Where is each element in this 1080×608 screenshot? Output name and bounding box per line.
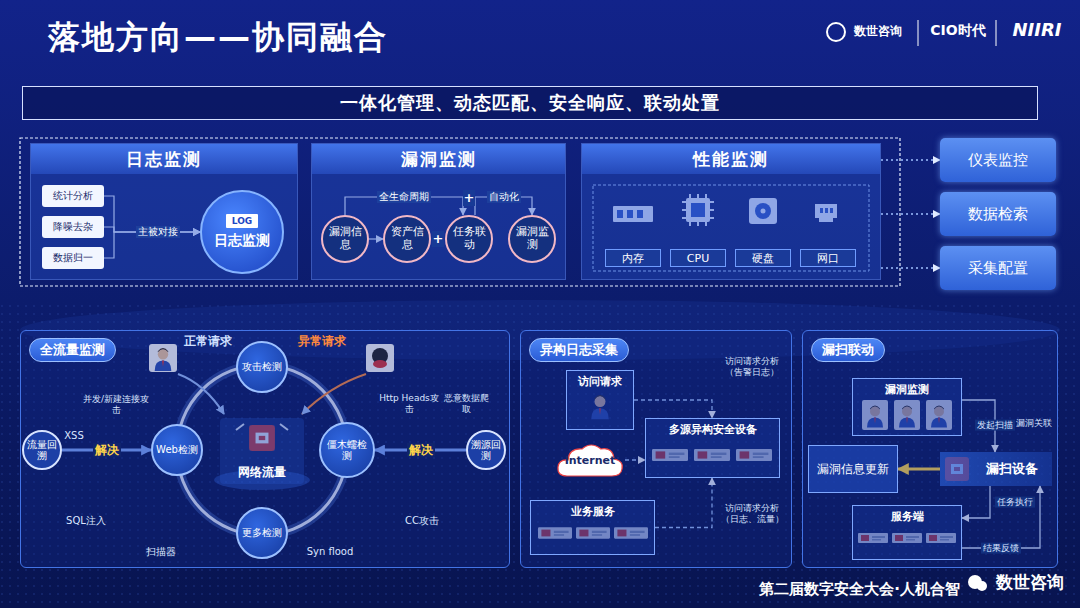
wbox-node: 降噪去杂 [42, 216, 104, 238]
node-text: CPU [687, 252, 709, 265]
node-text: 数据归一 [53, 251, 93, 265]
node-text: 资产信息 [387, 226, 427, 251]
dev-node: 漏洞监测 [852, 378, 962, 436]
slide-title: 落地方向——协同融合 [48, 16, 388, 60]
node-text: 漏洞信息更新 [817, 461, 889, 478]
vc-node: 漏洞监测 [508, 215, 556, 263]
node-text: 业务服务 [571, 504, 615, 519]
upd-node: 漏洞信息更新 [808, 445, 898, 493]
annotation-label: 数世咨询 [988, 572, 1072, 592]
side-node: 溯源回测 [466, 430, 506, 470]
node-text: 日志监测 [31, 144, 297, 174]
wbox-node: 数据归一 [42, 247, 104, 269]
node-text: 漏洞信息 [325, 226, 365, 251]
wbox-node: 统计分析 [42, 185, 104, 207]
cloud-node: Internet [555, 440, 625, 480]
pbot-node: 全流量监测网络流量 攻击检测 Web检测 僵木蠕检测更多检测 流量回溯 溯源回测 [20, 330, 510, 568]
node-text: 硬盘 [752, 251, 774, 266]
dev-node: 服务端 [852, 505, 962, 560]
node-text: 攻击检测 [242, 361, 282, 373]
connector [881, 159, 940, 161]
node-text: 网络流量 [238, 464, 286, 481]
ptop-node: 漏洞监测漏洞信息资产信息任务联动漏洞监测 [311, 143, 566, 280]
node-text: 性能监测 [582, 144, 880, 174]
node-text: LOG [226, 214, 258, 228]
node-text: 异构日志采集 [529, 338, 629, 362]
node-text: 内存 [622, 251, 644, 266]
chip-node: CPU [670, 249, 726, 267]
btn-node: 数据检索 [940, 192, 1056, 236]
node-text: 多源异构安全设备 [669, 422, 757, 437]
pbot-node: 异构日志采集访问请求 Internet 多源异构安全设备业务服务 [520, 330, 792, 568]
logc-node: LOG 日志监测 [200, 190, 284, 274]
connector [881, 267, 940, 269]
annotation-label: NIIRI [1002, 19, 1072, 41]
dev-node: 多源异构安全设备 [645, 418, 780, 478]
circ-node: 僵木蠕检测 [319, 422, 375, 478]
pbot-node: 漏扫联动漏洞监测漏扫设备 漏洞信息更新服务端 [802, 330, 1058, 568]
btn-node: 采集配置 [940, 246, 1056, 290]
node-text: 降噪去杂 [53, 220, 93, 234]
chip-node: 网口 [800, 249, 856, 267]
node-text: 漏洞监测 [885, 382, 929, 397]
node-text: 更多检测 [242, 527, 282, 539]
node-text: 采集配置 [968, 259, 1028, 278]
vc-node: 任务联动 [445, 215, 493, 263]
btn-node: 仪表监控 [940, 138, 1056, 182]
ptop-node: 性能监测内存 CPU 硬盘 网口 [581, 143, 881, 280]
annotation-label: 第二届数字安全大会·人机合智 [752, 580, 967, 598]
node-text: 溯源回测 [470, 439, 502, 461]
dev-node: 业务服务 [530, 500, 655, 555]
node-text: 网口 [817, 251, 839, 266]
net-node: 网络流量 [220, 418, 304, 484]
node-text: 访问请求 [578, 374, 622, 389]
node-text: 漏扫设备 [986, 460, 1038, 478]
dev-node: 访问请求 [566, 370, 634, 430]
node-text: Web检测 [156, 444, 198, 456]
annotation-label: 数世咨询 [846, 24, 910, 38]
node-text: 流量回溯 [26, 439, 58, 461]
node-text: 僵木蠕检测 [324, 439, 370, 462]
node-text: 数据检索 [968, 205, 1028, 224]
banner-node: 一体化管理、动态匹配、安全响应、联动处置 [22, 86, 1038, 120]
node-text: 全流量监测 [29, 338, 116, 362]
side-node: 流量回溯 [22, 430, 62, 470]
vc-node: 漏洞信息 [321, 215, 369, 263]
node-text: Internet [565, 454, 616, 467]
circ-node: 更多检测 [236, 507, 288, 559]
node-text: 任务联动 [449, 226, 489, 251]
chip-node: 硬盘 [735, 249, 791, 267]
annotation-label: CIO时代 [924, 22, 992, 39]
node-text: 统计分析 [53, 189, 93, 203]
node-text: 仪表监控 [968, 151, 1028, 170]
node-text: 漏扫联动 [811, 338, 885, 362]
circ-node: Web检测 [151, 424, 203, 476]
circ-node: 攻击检测 [236, 341, 288, 393]
node-text: 漏洞监测 [512, 226, 552, 251]
node-text: 日志监测 [214, 232, 270, 250]
node-text: 漏洞监测 [312, 144, 565, 174]
node-text: 一体化管理、动态匹配、安全响应、联动处置 [340, 91, 720, 115]
chip-node: 内存 [605, 249, 661, 267]
connector [881, 213, 940, 215]
vc-node: 资产信息 [383, 215, 431, 263]
ptop-node: 日志监测统计分析降噪去杂数据归一LOG日志监测 [30, 143, 298, 280]
node-text: 服务端 [891, 509, 924, 524]
band-node: 漏扫设备 [940, 452, 1052, 486]
